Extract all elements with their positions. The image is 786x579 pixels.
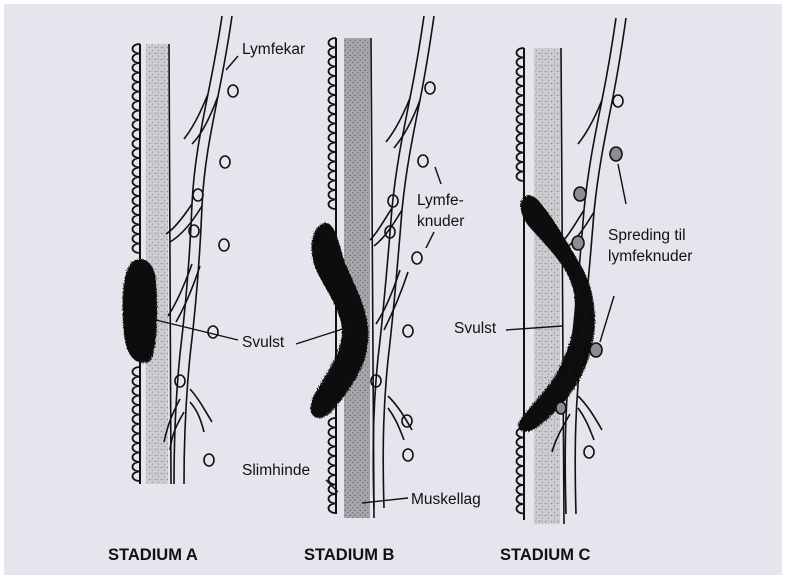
spread-leader-upper — [618, 164, 626, 204]
spread-label-line1: Spreding til — [608, 227, 686, 244]
colorectal-cancer-stage-figure: Lymfekar Lymfe- knuder Svulst Svulst Spr… — [4, 4, 782, 575]
stage-c-panel — [517, 18, 627, 524]
muscle-layer-label: Muskellag — [411, 491, 481, 508]
lymph-node-leader — [435, 167, 441, 184]
stage-a-caption: STADIUM A — [108, 546, 198, 564]
stage-c-muscle-layer — [534, 48, 560, 524]
lymph-vessel-label: Lymfekar — [242, 41, 305, 58]
tumor-c-label: Svulst — [454, 320, 497, 337]
villus-outline — [517, 48, 525, 514]
lymph-node-label-line2: knuder — [417, 213, 464, 230]
stage-b-lymph-nodes — [371, 82, 435, 461]
annotation-labels: Lymfekar Lymfe- knuder Svulst Svulst Spr… — [156, 41, 692, 508]
lymph-node-leader-2 — [426, 232, 434, 248]
mucosa-label: Slimhinde — [242, 462, 310, 479]
stage-b-panel — [311, 16, 436, 518]
stage-c-wall-line — [561, 48, 564, 524]
stage-a-tumor — [123, 259, 158, 363]
lymph-node-label-line1: Lymfe- — [417, 192, 464, 209]
stage-c-caption: STADIUM C — [500, 546, 591, 564]
spread-leader-lower — [600, 296, 614, 342]
stage-a-panel — [123, 16, 238, 484]
stage-a-lymph-nodes — [175, 85, 238, 466]
spread-label-line2: lymfeknuder — [608, 248, 692, 265]
tumor-a-label: Svulst — [242, 334, 285, 351]
lymph-vessel-leader — [226, 56, 238, 70]
stage-b-caption: STADIUM B — [304, 546, 395, 564]
stage-c-mucosa-villi — [517, 48, 525, 514]
stage-diagram: Lymfekar Lymfe- knuder Svulst Svulst Spr… — [4, 4, 782, 575]
tumor-a-leader — [156, 320, 238, 340]
